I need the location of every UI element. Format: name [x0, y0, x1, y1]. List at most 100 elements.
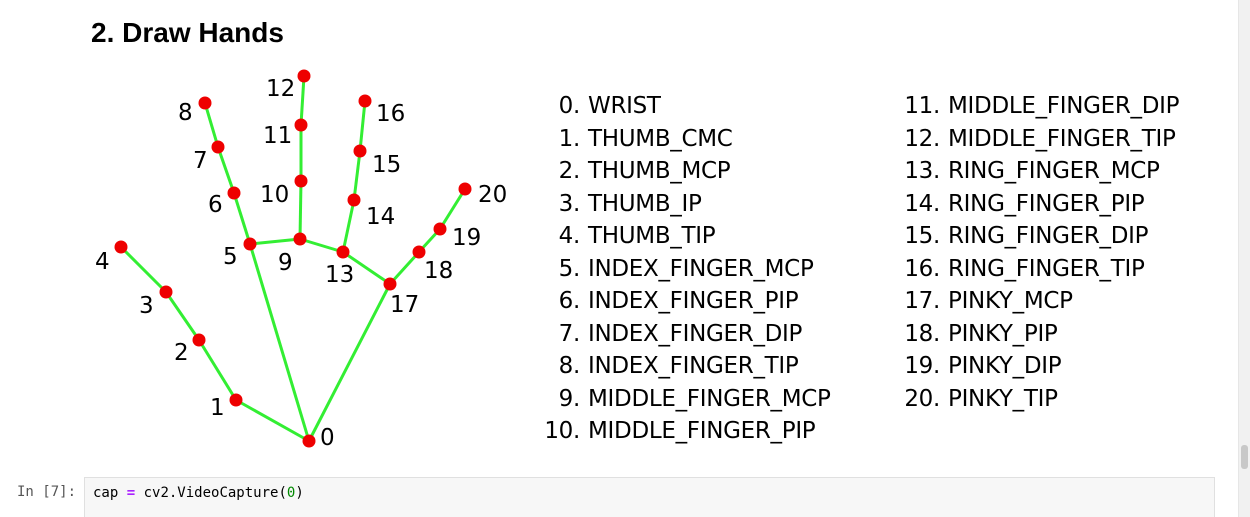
- landmark-index: 2.: [558, 158, 581, 184]
- landmark-index: 7.: [558, 320, 581, 347]
- hand-keypoint: [458, 182, 472, 196]
- keypoint-label: 8: [178, 100, 193, 126]
- hand-keypoint: [159, 285, 173, 299]
- landmark-item: 20.PINKY_TIP: [901, 383, 1179, 416]
- hand-keypoint: [114, 240, 128, 254]
- hand-connection-line: [299, 75, 306, 126]
- keypoint-label: 11: [263, 123, 292, 149]
- hand-keypoint: [302, 434, 316, 448]
- keypoint-label: 17: [390, 292, 419, 318]
- landmark-name: THUMB_TIP: [588, 223, 716, 249]
- hand-connection-line: [352, 150, 362, 201]
- landmark-name: INDEX_FINGER_MCP: [588, 255, 814, 282]
- landmark-index: 9.: [558, 385, 581, 412]
- hand-connection-line: [341, 199, 356, 253]
- hand-keypoint: [229, 393, 243, 407]
- code-editor[interactable]: cap = cv2.VideoCapture(0): [84, 477, 1215, 517]
- landmark-item: 15. RING_FINGER_DIP: [901, 220, 1179, 253]
- landmark-name: MIDDLE_FINGER_TIP: [948, 125, 1176, 152]
- landmark-name: RING_FINGER_DIP: [948, 223, 1149, 249]
- landmark-item: 1.THUMB_CMC: [541, 123, 831, 156]
- hand-connection-line: [235, 398, 310, 443]
- keypoint-label: 4: [95, 249, 110, 275]
- keypoint-label: 18: [424, 258, 453, 284]
- keypoint-label: 20: [478, 182, 507, 208]
- keypoint-label: 0: [320, 425, 335, 451]
- landmark-name: MIDDLE_FINGER_MCP: [588, 385, 831, 412]
- landmark-name: PINKY_MCP: [948, 288, 1073, 314]
- keypoint-label: 6: [208, 192, 223, 218]
- hand-keypoint: [297, 69, 311, 83]
- hand-connection-line: [203, 102, 220, 148]
- landmark-item: 4.THUMB_TIP: [541, 220, 831, 253]
- landmark-item: 3. THUMB_IP: [541, 188, 831, 221]
- landmark-item: 8. INDEX_FINGER_TIP: [541, 350, 831, 383]
- landmark-index: 6.: [558, 288, 581, 314]
- landmark-name: MIDDLE_FINGER_PIP: [588, 418, 816, 444]
- hand-keypoint: [433, 222, 447, 236]
- landmark-index: 18.: [904, 320, 940, 347]
- hand-connection-line: [388, 250, 421, 286]
- code-variable: cap: [93, 485, 127, 501]
- landmark-item: 12.MIDDLE_FINGER_TIP: [901, 123, 1179, 156]
- vertical-scrollbar[interactable]: [1238, 0, 1250, 517]
- keypoint-label: 12: [266, 76, 295, 102]
- code-cell[interactable]: In [7]: cap = cv2.VideoCapture(0): [0, 471, 1238, 517]
- keypoint-label: 2: [174, 340, 189, 366]
- landmark-item: 9. MIDDLE_FINGER_MCP: [541, 383, 831, 416]
- hand-keypoint: [192, 333, 206, 347]
- keypoint-label: 16: [376, 101, 405, 127]
- landmark-index: 8.: [558, 353, 581, 379]
- code-line[interactable]: cap = cv2.VideoCapture(0): [93, 485, 304, 501]
- hand-keypoint: [243, 237, 257, 251]
- landmark-item: 2.THUMB_MCP: [541, 155, 831, 188]
- landmark-name: PINKY_DIP: [948, 353, 1062, 379]
- landmark-index: 13.: [904, 158, 940, 184]
- hand-keypoint: [358, 94, 372, 108]
- landmark-item: 18.PINKY_PIP: [901, 318, 1179, 351]
- scrollbar-thumb[interactable]: [1241, 445, 1248, 469]
- landmark-name: RING_FINGER_TIP: [948, 255, 1145, 282]
- landmark-item: 19. PINKY_DIP: [901, 350, 1179, 383]
- hand-connection-line: [298, 180, 303, 240]
- landmark-item: 11.MIDDLE_FINGER_DIP: [901, 90, 1179, 123]
- landmark-index: 0.: [558, 93, 581, 119]
- landmark-name: INDEX_FINGER_PIP: [588, 288, 799, 314]
- landmark-item: 13.RING_FINGER_MCP: [901, 155, 1179, 188]
- landmark-item: 10.MIDDLE_FINGER_PIP: [541, 415, 831, 448]
- hand-keypoint: [294, 174, 308, 188]
- hand-connection-line: [216, 146, 236, 194]
- hand-connection-line: [232, 192, 252, 245]
- hand-keypoint: [412, 245, 426, 259]
- landmark-index: 3.: [558, 190, 581, 217]
- landmark-index: 15.: [904, 223, 940, 249]
- landmark-name: RING_FINGER_PIP: [948, 190, 1145, 217]
- hand-keypoints: [114, 69, 472, 448]
- hand-keypoint: [293, 232, 307, 246]
- landmark-name: WRIST: [588, 93, 661, 119]
- hand-keypoint: [294, 118, 308, 132]
- landmark-item: 0. WRIST: [541, 90, 831, 123]
- hand-keypoint: [383, 277, 397, 291]
- landmark-item: 14. RING_FINGER_PIP: [901, 188, 1179, 221]
- hand-keypoint: [198, 96, 212, 110]
- keypoint-label: 10: [260, 182, 289, 208]
- landmark-name: THUMB_IP: [588, 190, 702, 217]
- keypoint-label: 3: [139, 293, 154, 319]
- code-close-paren: ): [295, 485, 304, 501]
- landmark-index: 19.: [904, 353, 940, 379]
- hand-connection-line: [438, 188, 467, 230]
- landmark-index: 14.: [904, 190, 940, 217]
- landmark-name: INDEX_FINGER_TIP: [588, 353, 799, 379]
- landmark-name: MIDDLE_FINGER_DIP: [948, 93, 1180, 119]
- keypoint-label: 1: [210, 395, 225, 421]
- landmark-item: 17.PINKY_MCP: [901, 285, 1179, 318]
- hand-keypoint: [336, 245, 350, 259]
- cell-prompt: In [7]:: [17, 484, 77, 500]
- hand-keypoint: [353, 144, 367, 158]
- landmark-index: 20.: [904, 385, 940, 412]
- code-operator: =: [126, 485, 136, 501]
- keypoint-label: 19: [452, 225, 481, 251]
